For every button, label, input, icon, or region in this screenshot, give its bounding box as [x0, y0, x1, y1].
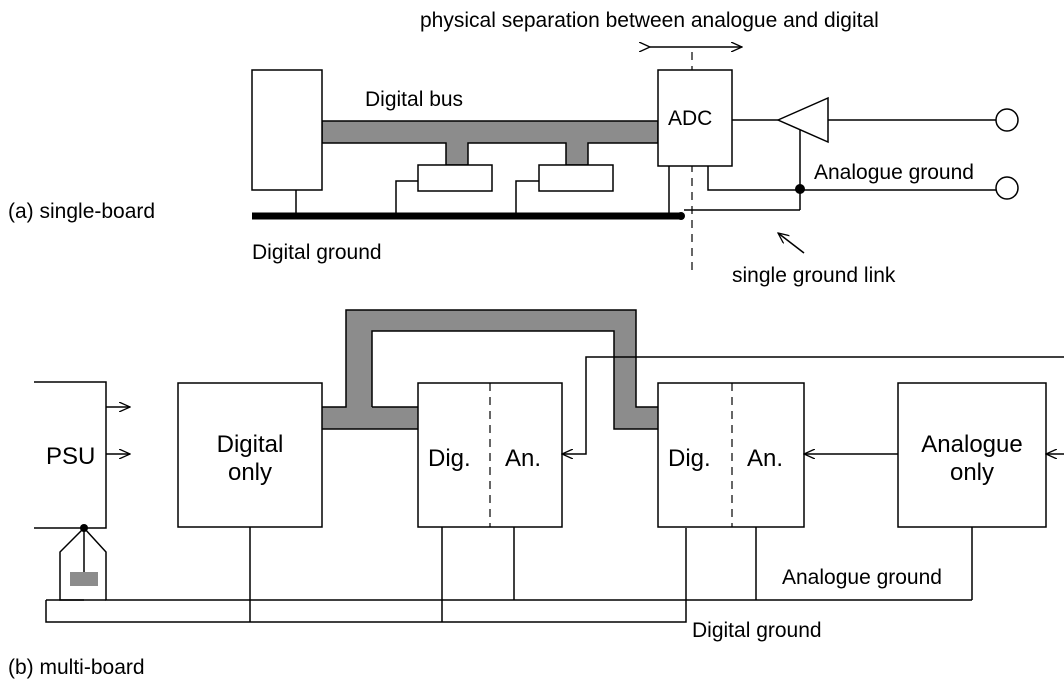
digital-only-line2: only [228, 459, 272, 486]
ground-link-arrow [778, 233, 805, 254]
digital-only-line1: Digital [217, 431, 284, 458]
multi-board-caption: (b) multi-board [8, 656, 145, 679]
board2-dig-label: Dig. [668, 445, 711, 472]
analogue-ground-label: Analogue ground [814, 161, 974, 184]
analogue-only-board[interactable] [897, 382, 1047, 528]
digital-ground-bus [45, 528, 687, 623]
ground-link-label: single ground link [732, 264, 896, 287]
analogue-ground-label-b: Analogue ground [782, 566, 942, 589]
digital-bus [321, 120, 659, 166]
peripheral-1-ground-wire [395, 180, 418, 216]
peripheral-block-1 [417, 164, 493, 192]
adc-label: ADC [668, 107, 712, 130]
single-board-diagram: physical separation between analogue and… [8, 9, 1019, 287]
analogue-only-line1: Analogue [921, 431, 1022, 458]
digital-bus-label: Digital bus [365, 88, 463, 111]
processor-block [251, 69, 323, 191]
bus-outline-inner [371, 330, 658, 430]
ground-link-dot [677, 212, 685, 220]
analogue-only-line2: only [950, 459, 994, 486]
board2-an-label: An. [747, 445, 783, 472]
ground-terminal[interactable] [995, 176, 1019, 200]
digital-ground-label: Digital ground [252, 241, 382, 264]
amplifier-triangle [776, 96, 829, 144]
ground-junction-dot [795, 184, 805, 194]
adc-block[interactable] [657, 69, 733, 167]
mixed-board-2[interactable] [657, 382, 805, 528]
analogue-ground-wire [707, 166, 1000, 191]
digital-only-board[interactable] [177, 382, 323, 528]
separation-label: physical separation between analogue and… [420, 9, 879, 32]
input-terminal[interactable] [995, 108, 1019, 132]
board1-an-label: An. [505, 445, 541, 472]
multi-board-diagram: PSU Digital only Dig. An. Dig. An. Analo… [8, 309, 1064, 679]
peripheral-2-ground-wire [515, 180, 539, 216]
analogue-ground-bus [83, 527, 972, 601]
bus-outline-top [322, 309, 658, 408]
single-board-caption: (a) single-board [8, 200, 155, 223]
psu-outline [34, 381, 107, 529]
psu-label: PSU [46, 443, 95, 470]
peripheral-block-2 [538, 164, 614, 192]
interboard-bus [322, 310, 658, 429]
earth-symbol [70, 572, 98, 586]
board1-analogue-input [562, 356, 1064, 454]
psu-ground-left [59, 527, 85, 601]
digital-ground-label-b: Digital ground [692, 619, 822, 642]
board1-dig-label: Dig. [428, 445, 471, 472]
